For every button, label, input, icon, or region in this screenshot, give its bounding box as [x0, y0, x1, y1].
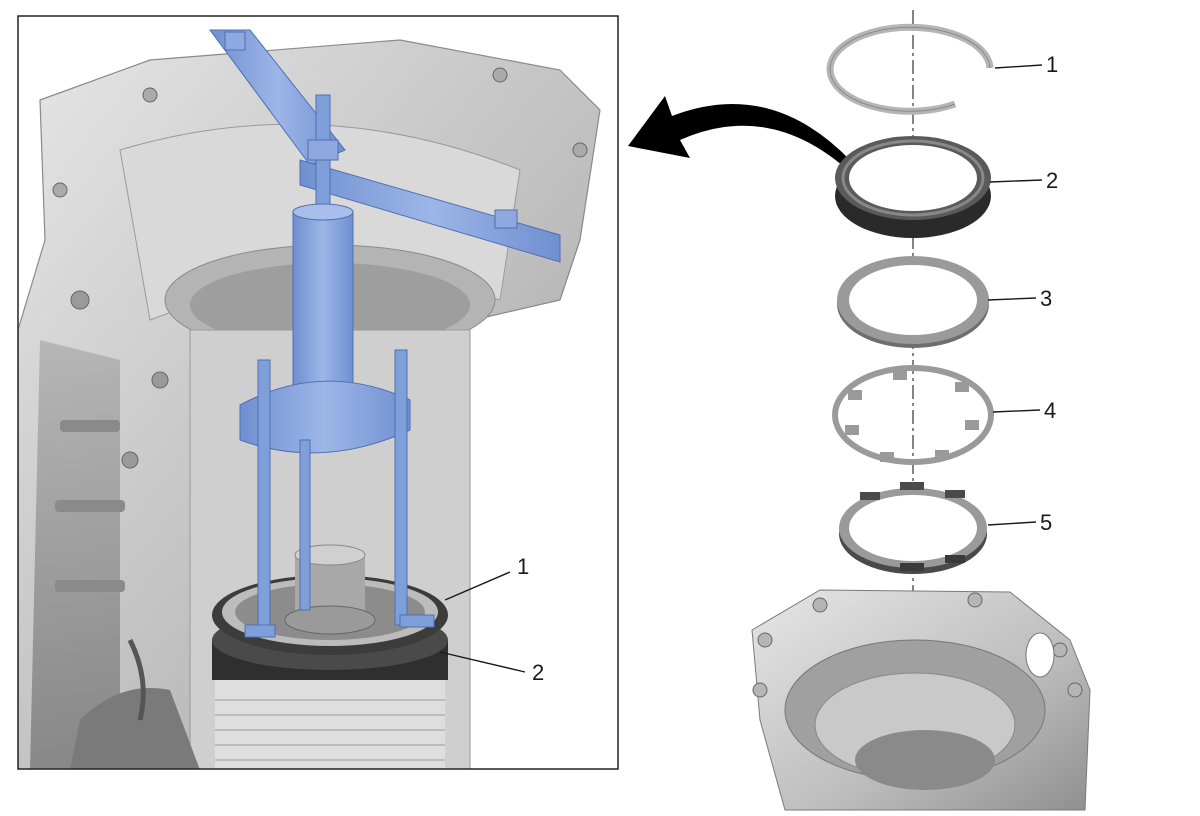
exploded-callout-3: 3 [987, 286, 1052, 311]
exploded-callout-5-label: 5 [1040, 510, 1052, 535]
left-view-panel: 1 2 [17, 15, 619, 770]
left-callout-2-label: 2 [532, 660, 544, 685]
curved-arrow-left-icon [628, 96, 850, 172]
left-callout-1-label: 1 [517, 554, 529, 579]
exploded-callout-4-label: 4 [1044, 398, 1056, 423]
exploded-callout-1-label: 1 [1046, 52, 1058, 77]
left-callout-1: 1 [444, 554, 529, 601]
left-view-frame [17, 15, 619, 770]
snap-ring [826, 23, 994, 115]
exploded-callout-5: 5 [987, 510, 1052, 535]
exploded-view-panel: 1 2 3 4 5 [751, 10, 1091, 811]
exploded-callout-4: 4 [992, 398, 1056, 423]
exploded-callout-3-label: 3 [1040, 286, 1052, 311]
retainer-ring [835, 136, 991, 238]
puller-tool [209, 29, 561, 638]
exploded-callout-1: 1 [994, 52, 1058, 77]
spring-plate [832, 365, 994, 465]
left-callout-2: 2 [439, 651, 544, 685]
thrust-washer [837, 256, 989, 348]
castellated-ring [839, 482, 987, 574]
bell-housing [751, 589, 1091, 811]
exploded-callout-2: 2 [989, 168, 1058, 193]
exploded-callout-2-label: 2 [1046, 168, 1058, 193]
